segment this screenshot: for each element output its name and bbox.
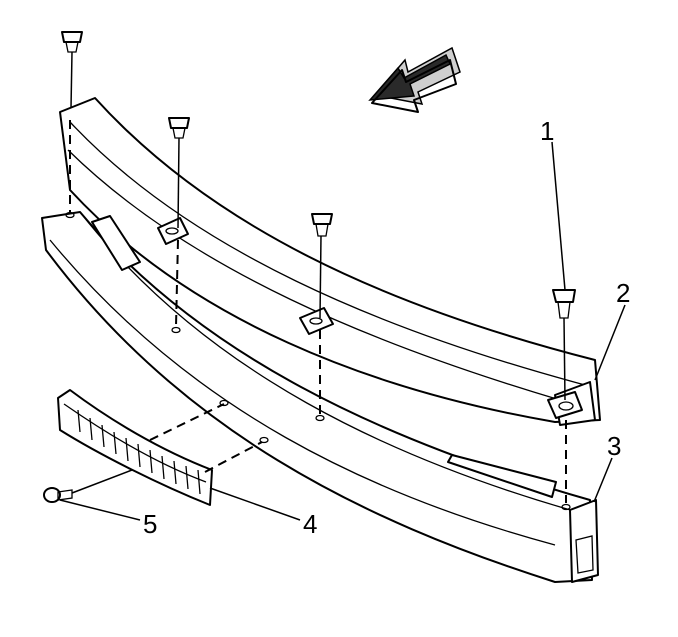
mounting-pad bbox=[299, 307, 334, 335]
push-pin-fastener bbox=[311, 213, 333, 319]
callout-4: 4 bbox=[303, 509, 317, 539]
upper-impact-bar bbox=[59, 97, 601, 426]
front-direction-arrow bbox=[368, 46, 461, 113]
push-pin-fastener bbox=[61, 31, 83, 109]
push-pin-fastener bbox=[168, 117, 190, 229]
callout-3: 3 bbox=[607, 431, 621, 461]
mounting-pad bbox=[157, 217, 189, 245]
alignment-lines bbox=[69, 120, 567, 503]
callout-5: 5 bbox=[143, 509, 157, 539]
leader-lines bbox=[59, 141, 626, 521]
bumper-reinforcement-bar bbox=[41, 211, 599, 583]
mounting-pad bbox=[547, 391, 583, 419]
callout-2: 2 bbox=[616, 278, 630, 308]
bracket-insert bbox=[57, 389, 213, 506]
callout-1: 1 bbox=[540, 116, 554, 146]
screw-fastener bbox=[43, 469, 133, 503]
push-pin-fastener bbox=[552, 289, 576, 401]
